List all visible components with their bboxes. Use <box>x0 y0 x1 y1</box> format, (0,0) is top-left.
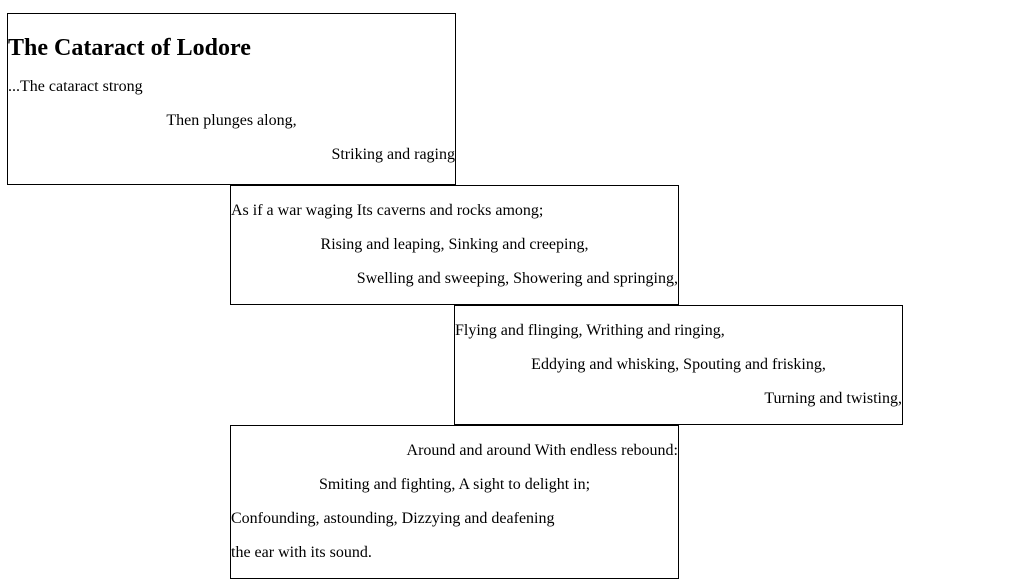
poem-line: the ear with its sound. <box>231 544 372 561</box>
poem-block-4: Around and around With endless rebound: … <box>230 425 679 579</box>
poem-line: Then plunges along, <box>166 112 297 129</box>
poem-block-2: As if a war waging Its caverns and rocks… <box>230 185 679 305</box>
poem-line: Striking and raging <box>331 146 455 163</box>
poem-line: Turning and twisting, <box>764 390 902 407</box>
poem-line: Eddying and whisking, Spouting and frisk… <box>531 356 826 373</box>
poem-line: As if a war waging Its caverns and rocks… <box>231 202 544 219</box>
poem-line: Around and around With endless rebound: <box>406 442 678 459</box>
poem-line: Swelling and sweeping, Showering and spr… <box>356 270 678 287</box>
poem-line: ...The cataract strong <box>8 78 143 95</box>
poem-line: Flying and flinging, Writhing and ringin… <box>455 322 725 339</box>
poem-block-3: Flying and flinging, Writhing and ringin… <box>454 305 903 425</box>
poem-line: Rising and leaping, Sinking and creeping… <box>320 236 589 253</box>
poem-title: The Cataract of Lodore <box>8 35 251 61</box>
poem-line: Smiting and fighting, A sight to delight… <box>318 476 591 493</box>
poem-block-1: The Cataract of Lodore ...The cataract s… <box>7 13 456 185</box>
poem-line: Confounding, astounding, Dizzying and de… <box>231 510 555 527</box>
